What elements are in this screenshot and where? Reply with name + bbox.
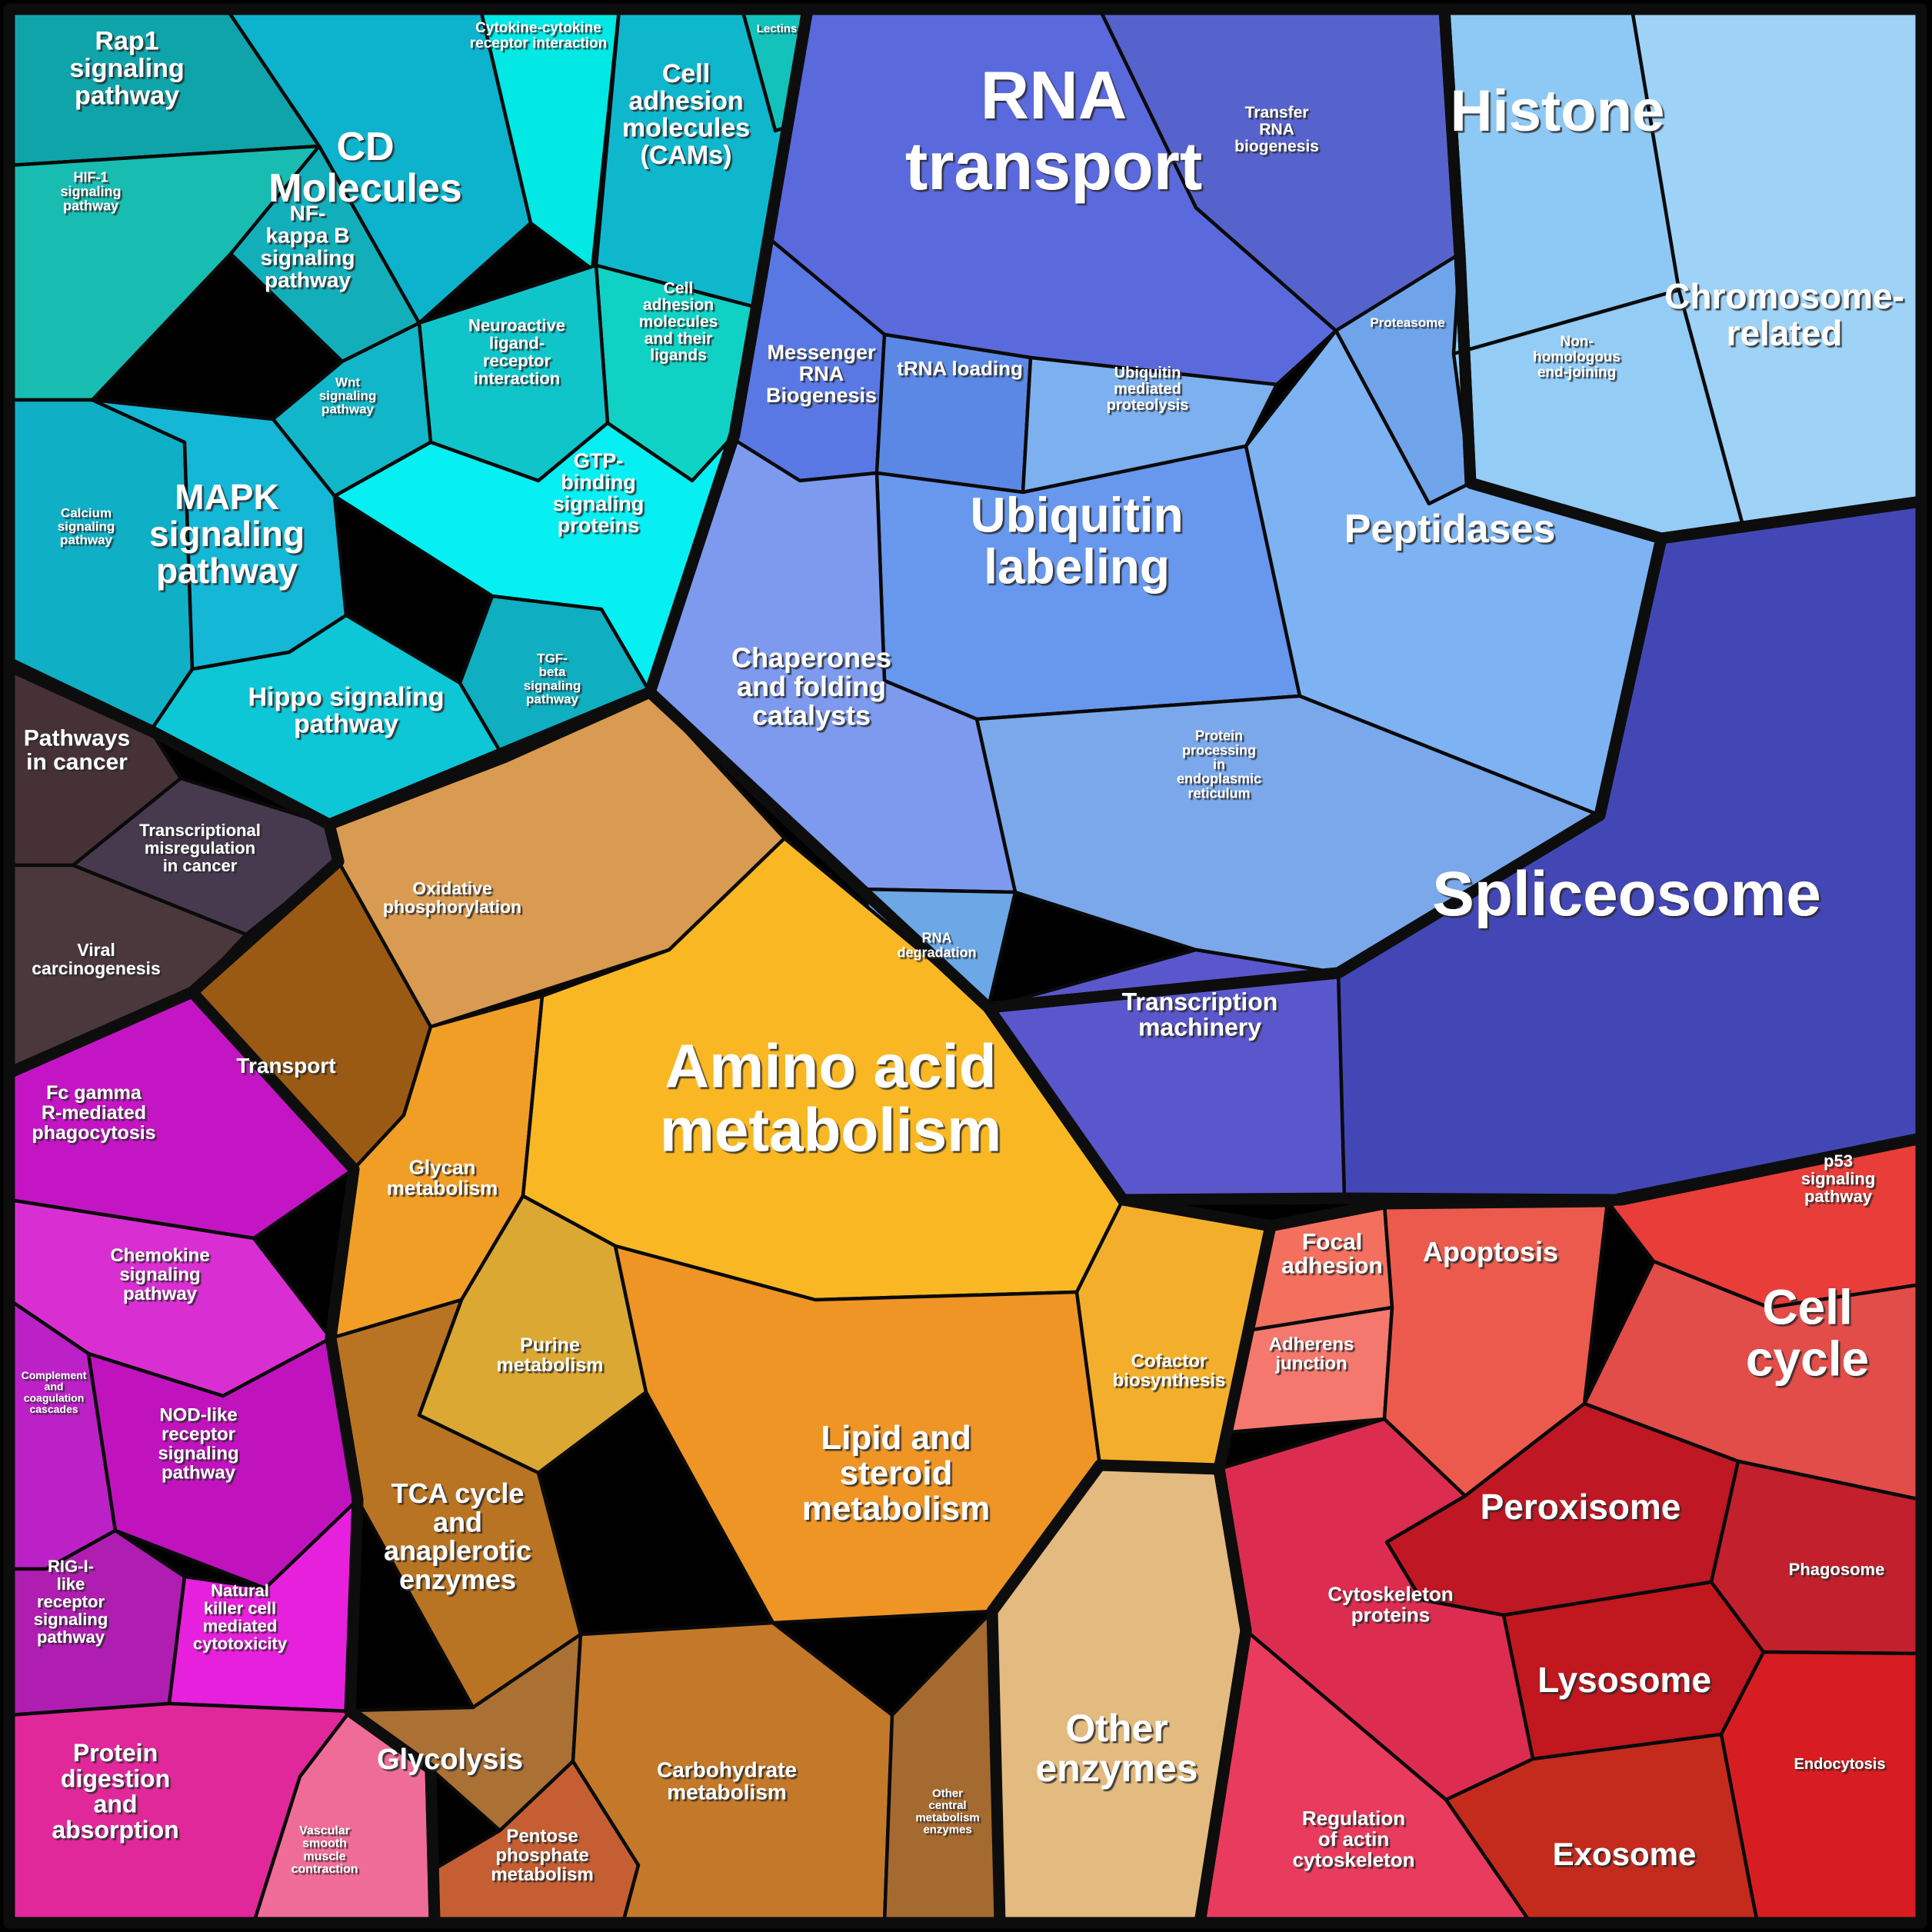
- label-lectins: Lectins: [757, 22, 798, 35]
- group-outline-histone-chromosome: [1438, 3, 1927, 545]
- label-spliceosome: Spliceosome: [1432, 859, 1821, 929]
- group-outline-spliceosome-transcription: [982, 495, 1927, 1206]
- label-trna_loading: tRNA loading: [897, 357, 1023, 380]
- group-outline-metabolism: [186, 686, 1277, 1929]
- label-peroxisome: Peroxisome: [1481, 1487, 1681, 1527]
- label-peptidases: Peptidases: [1344, 507, 1556, 551]
- label-transport: Transport: [236, 1054, 335, 1078]
- label-histone: Histone: [1451, 78, 1665, 144]
- label-chromosome: Chromosome-related: [1664, 276, 1904, 353]
- cell-tca[interactable]: [328, 1297, 583, 1710]
- cell-endocytosis[interactable]: [1719, 1650, 1924, 1925]
- group-outline-cellular-processes: [1194, 1132, 1927, 1929]
- label-glycolysis: Glycolysis: [377, 1744, 523, 1776]
- label-endocytosis: Endocytosis: [1794, 1756, 1886, 1773]
- label-proteasome: Proteasome: [1370, 315, 1444, 330]
- cell-gtp[interactable]: [332, 421, 737, 695]
- label-exosome: Exosome: [1553, 1836, 1697, 1872]
- group-outlines-layer: [3, 3, 1927, 1929]
- label-phagosome: Phagosome: [1789, 1560, 1885, 1579]
- label-apoptosis: Apoptosis: [1423, 1236, 1558, 1267]
- label-lysosome: Lysosome: [1537, 1660, 1711, 1700]
